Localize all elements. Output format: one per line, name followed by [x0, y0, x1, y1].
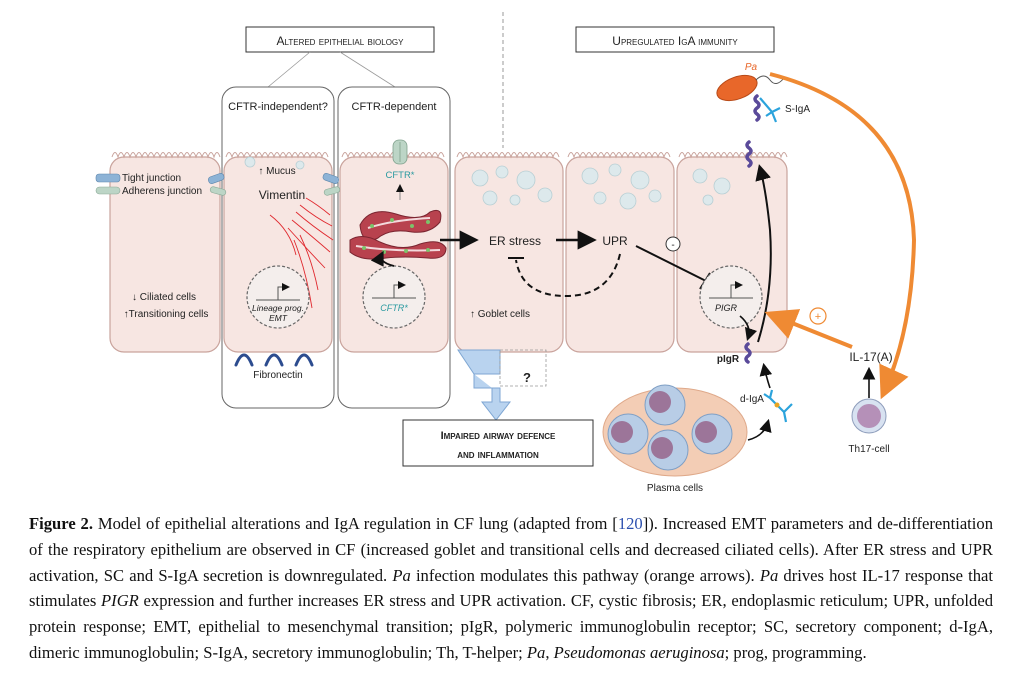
pa-to-th17-arrow	[769, 72, 917, 400]
plasma-cell-icon	[644, 384, 686, 426]
nucleus-icon	[362, 265, 426, 329]
upr-feedback-dashed	[515, 253, 621, 298]
panel-dependent-title: CFTR-dependent	[352, 101, 437, 113]
connector-line	[267, 51, 311, 88]
outcome-box: Impaired airway defence and inflammation	[402, 419, 594, 467]
mucus-label: ↑ Mucus	[258, 166, 295, 177]
cftr-expression-arrow	[370, 250, 395, 267]
pigr-gene-label: PIGR	[715, 303, 738, 313]
junction-pair-1	[208, 172, 227, 196]
minus-sign-icon: -	[665, 236, 681, 252]
plasma-cell-icon	[607, 413, 649, 455]
caption-pa-full: Pseudomonas aeruginosa	[553, 642, 725, 662]
pigr-expression-arrow	[739, 315, 758, 342]
caption-pigr: PIGR	[101, 591, 139, 611]
caption-reference-link[interactable]: 120	[617, 514, 643, 533]
adherens-junction-icon	[95, 186, 121, 195]
er-stress-label: ER stress	[489, 234, 541, 248]
caption-label: Figure 2.	[29, 514, 93, 533]
header-altered-epithelial: Altered epithelial biology	[245, 26, 435, 53]
vimentin-filaments	[269, 197, 334, 309]
transitioning-cells-label: ↑Transitioning cells	[124, 309, 209, 320]
pigr-icon	[745, 140, 753, 168]
caption-text: ,	[545, 642, 554, 662]
minus-sign-text: -	[671, 240, 674, 251]
iga-secretion-arrow	[747, 418, 772, 441]
outcome-arrow-icon	[457, 349, 501, 375]
th17-cell-icon	[851, 398, 887, 434]
cftr-star-top-label: CFTR*	[385, 170, 414, 181]
nucleus-icon	[246, 265, 310, 329]
mucus-vesicles	[244, 156, 731, 210]
caption-pa: Pa	[759, 565, 779, 585]
legend-adherens-junction: Adherens junction	[122, 186, 202, 197]
panel-independent-title: CFTR-independent?	[228, 101, 328, 113]
connector-line	[339, 51, 396, 88]
goblet-cells-label: ↑ Goblet cells	[470, 309, 530, 320]
il17-label: IL-17(A)	[849, 350, 892, 364]
caption-text: ]). Increased EMT parameters and de-diff…	[29, 514, 993, 585]
iga-icon	[753, 94, 781, 123]
pa-label: Pa	[745, 62, 758, 73]
cftr-star-nucleus-label: CFTR*	[380, 303, 408, 313]
vimentin-label: Vimentin	[259, 188, 305, 202]
caption-text: Model of epithelial alterations and IgA …	[93, 514, 618, 533]
plus-sign-icon: +	[809, 307, 827, 325]
panel-cftr-dependent	[337, 86, 451, 409]
outcome-line1: Impaired airway defence	[441, 430, 556, 442]
caption-text: expression and further increases ER stre…	[29, 591, 993, 662]
iga-to-pigr-arrow	[759, 362, 773, 389]
lineage-prog-label: Lineage prog.	[252, 303, 304, 313]
plus-sign-text: +	[815, 311, 821, 323]
d-iga-label: d-IgA	[740, 394, 764, 405]
header-altered-text: Altered epithelial biology	[276, 34, 404, 48]
unknown-box	[499, 349, 547, 387]
caption-text: infection modulates this pathway (orange…	[410, 565, 760, 585]
diagram-figure: Altered epithelial biology Upregulated I…	[95, 12, 917, 494]
pigr-protein-label: pIgR	[717, 354, 740, 365]
emt-label: EMT	[269, 313, 288, 323]
plasma-cell-icon	[691, 413, 733, 455]
outcome-line2: and inflammation	[457, 449, 539, 461]
caption-pa: Pa	[526, 642, 546, 662]
cftr-channel-icon	[392, 139, 408, 165]
il17-stimulates-pigr-arrow	[764, 309, 853, 349]
question-label: ?	[523, 370, 531, 385]
figure-caption: Figure 2. Model of epithelial alteration…	[29, 511, 993, 666]
outcome-arrow-shaft	[473, 374, 512, 421]
s-iga-label: S-IgA	[785, 104, 810, 115]
header-upregulated-iga: Upregulated IgA immunity	[575, 26, 775, 53]
upr-label: UPR	[602, 234, 628, 248]
caption-text: ; prog, programming.	[724, 642, 867, 662]
panel-cftr-independent	[221, 86, 335, 409]
junction-pair-2	[322, 172, 341, 196]
nucleus-icon	[699, 265, 763, 329]
upr-inhibits-pigr	[635, 245, 707, 282]
caption-text: drives host IL-17 response that stimulat…	[29, 565, 994, 611]
plasma-cells	[602, 384, 748, 477]
plasma-cell-icon	[647, 429, 689, 471]
fibronectin-label: Fibronectin	[253, 370, 302, 381]
pigr-icon	[744, 342, 752, 364]
caption-pa: Pa	[392, 565, 411, 585]
iga-icon	[763, 389, 793, 423]
th17-cell-label: Th17-cell	[848, 444, 889, 455]
plasma-cells-label: Plasma cells	[647, 483, 703, 494]
legend-tight-junction: Tight junction	[122, 173, 181, 184]
fibronectin-icon	[234, 353, 314, 367]
tight-junction-icon	[95, 173, 121, 183]
ciliated-cells-label: ↓ Ciliated cells	[132, 292, 196, 303]
bacterium-icon	[716, 74, 785, 102]
header-upregulated-text: Upregulated IgA immunity	[612, 34, 738, 48]
